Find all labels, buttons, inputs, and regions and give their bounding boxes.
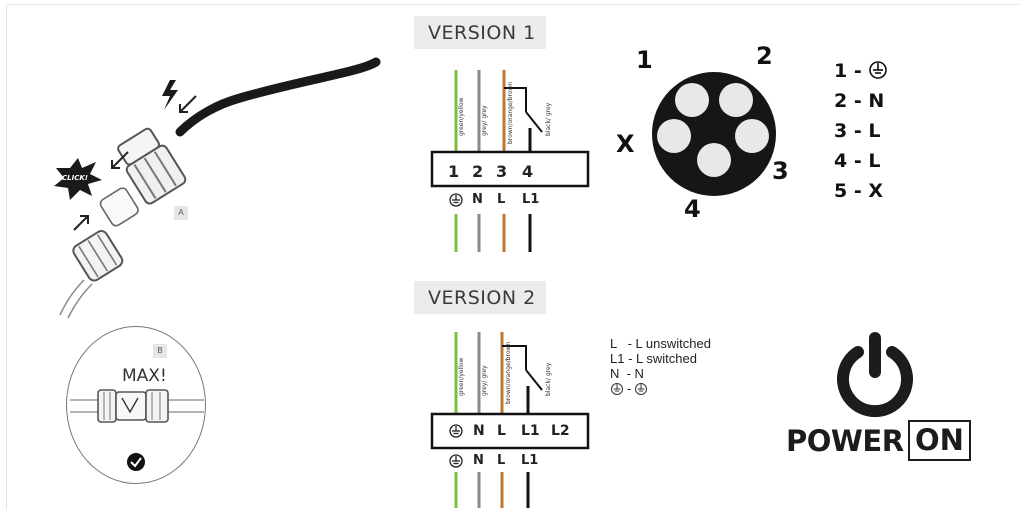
pin-legend-2: 2 - N (834, 90, 885, 112)
page-frame (6, 4, 1019, 510)
max-label: MAX! (122, 366, 167, 386)
version1-terminals: 1 2 3 4 (448, 162, 558, 181)
earth-icon (611, 382, 623, 395)
v2-bottom-label-n: N (473, 453, 484, 468)
v1-bottom-label-l: L (497, 192, 506, 207)
click-label: CLICK! (62, 174, 88, 182)
pin-label-1: 1 (636, 46, 653, 74)
v2-terminal-n: N (473, 423, 485, 439)
wire-label: grey/ grey (481, 365, 488, 396)
earth-icon (635, 382, 648, 395)
pin-4 (697, 143, 731, 177)
v1-bottom-label-l1: L1 (522, 192, 540, 207)
pin-legend-4: 4 - L (834, 150, 881, 172)
v2-terminal-l: L (497, 423, 506, 439)
terminal-label: 4 (522, 162, 534, 181)
terminal-label: 3 (496, 162, 508, 181)
version1-wiring-diagram: green/yellow grey/ grey brown/orange/bro… (430, 70, 590, 252)
earth-icon (449, 424, 463, 438)
pin-3 (735, 119, 769, 153)
legend-line-l1: L1 - L switched (610, 351, 697, 366)
check-circle-icon (127, 453, 145, 471)
power-icon (837, 332, 913, 418)
version2-legend: L - L unswitched L1 - L switched N - N - (610, 336, 711, 396)
legend-line-l: L - L unswitched (610, 336, 711, 351)
v2-bottom-label-l1: L1 (521, 453, 539, 468)
pin-legend-5: 5 - X (834, 180, 883, 202)
terminal-label: 2 (472, 162, 484, 181)
wire-label: green/yellow (458, 357, 465, 396)
version1-title: VERSION 1 (414, 16, 546, 49)
click-star-icon (54, 158, 102, 200)
pin-label-4: 4 (684, 195, 701, 223)
wire-label: brown/orange/brown (505, 342, 512, 404)
wire-label: brown/orange/brown (507, 82, 514, 144)
step-a-badge: A (174, 206, 188, 220)
power-label: POWER (786, 424, 904, 458)
version2-wiring-diagram: green/yellow grey/ grey brown/orange/bro… (430, 332, 590, 508)
connector-face-diagram (652, 72, 776, 196)
cable-assembly-illustration (54, 57, 381, 319)
step-b-circle (66, 326, 206, 484)
legend-line-n: N - N (610, 366, 644, 381)
pin-2 (719, 83, 753, 117)
terminal-label: 1 (448, 162, 460, 181)
pin-label-x: X (616, 130, 635, 158)
wire-label: black/ grey (545, 362, 552, 396)
earth-icon (449, 193, 463, 207)
earth-icon (869, 61, 888, 79)
step-b-badge: B (153, 344, 167, 358)
pin-1 (675, 83, 709, 117)
v1-bottom-label-n: N (472, 192, 483, 207)
pin-label-3: 3 (772, 157, 789, 185)
wire-label: green/yellow (458, 97, 465, 136)
legend-earth-dash: - (627, 381, 632, 396)
pin-legend-3: 3 - L (834, 120, 881, 142)
arrow-icon (73, 95, 197, 231)
v2-terminal-l2: L2 (551, 423, 570, 439)
pin-label-2: 2 (756, 42, 773, 70)
wire-label: grey/ grey (481, 105, 488, 136)
pin-legend-1: 1 - (834, 60, 888, 82)
lightning-icon (162, 80, 178, 110)
earth-icon (449, 454, 463, 468)
power-on-badge: ON (908, 420, 971, 461)
pin-x (657, 119, 691, 153)
v2-terminal-l1: L1 (521, 423, 540, 439)
legend-line-earth: - (610, 381, 711, 396)
pin-legend-text: 1 - (834, 60, 862, 82)
version2-title: VERSION 2 (414, 281, 546, 314)
tightened-connector-illustration (70, 389, 204, 471)
v2-bottom-label-l: L (497, 453, 506, 468)
wire-label: black/ grey (545, 102, 552, 136)
